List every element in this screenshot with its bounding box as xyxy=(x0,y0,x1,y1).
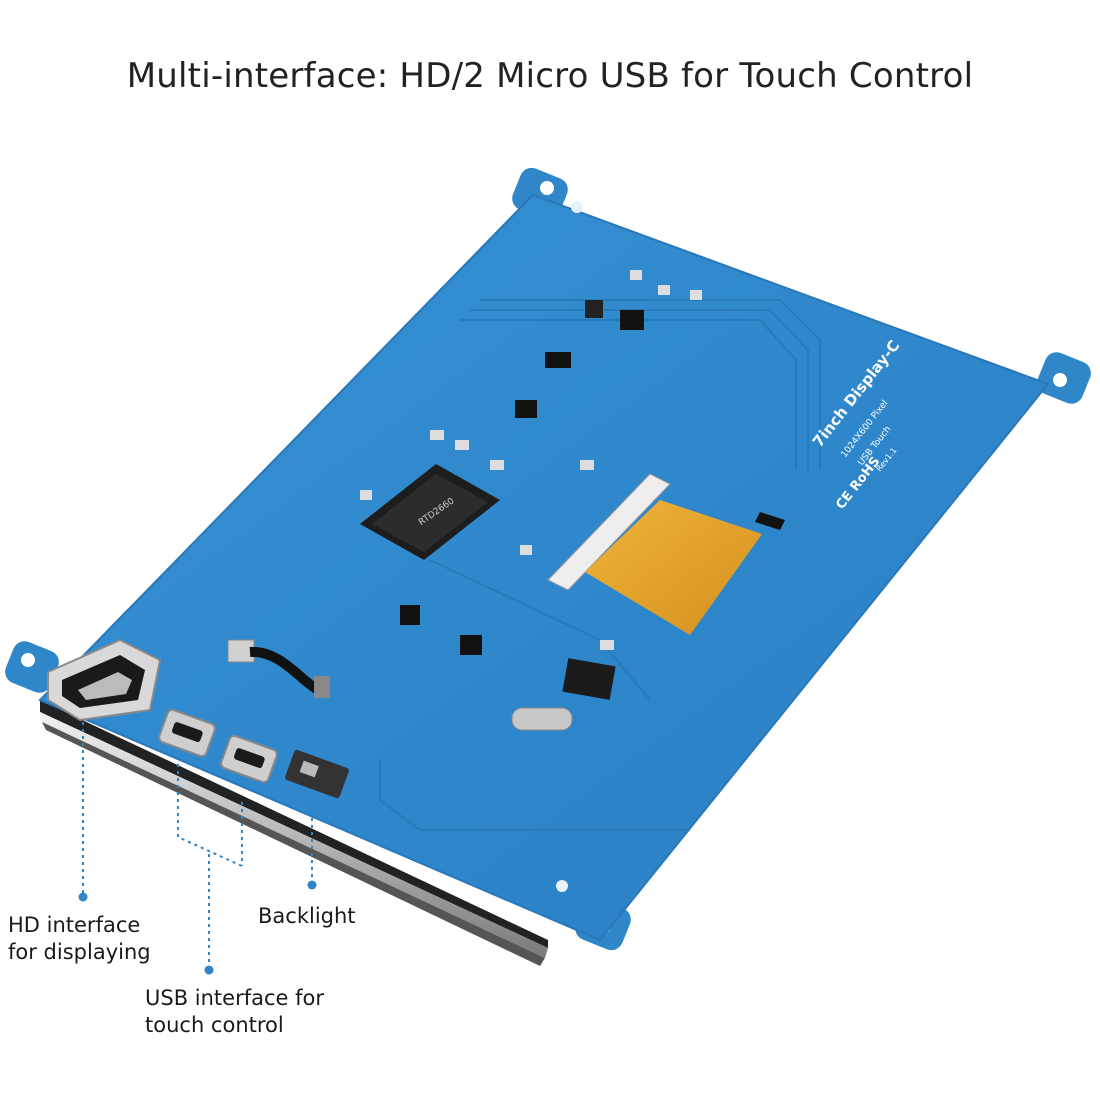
usb-label-line-1: USB interface for xyxy=(145,986,324,1010)
hd-label-line-2: for displaying xyxy=(8,940,151,964)
pcb-board xyxy=(38,193,1050,942)
hd-label-line-1: HD interface xyxy=(8,913,141,937)
smd-components xyxy=(360,270,702,731)
main-controller-chip: RTD2660 xyxy=(360,464,500,560)
screen-edge xyxy=(40,700,548,966)
backlight-label: Backlight xyxy=(258,903,356,930)
hd-interface-label: HD interface for displaying xyxy=(8,912,151,966)
fpc-connector xyxy=(547,473,785,635)
hd-port xyxy=(47,638,162,722)
usb-interface-label: USB interface for touch control xyxy=(145,985,324,1039)
callout-dots xyxy=(78,880,317,975)
callout-lines xyxy=(82,722,313,970)
small-ribbon xyxy=(227,639,330,698)
backlight-switch xyxy=(285,749,349,799)
usb-label-line-2: touch control xyxy=(145,1013,284,1037)
page-title: Multi-interface: HD/2 Micro USB for Touc… xyxy=(126,56,974,96)
micro-usb-ports xyxy=(158,708,278,784)
backlight-label-text: Backlight xyxy=(258,904,356,928)
